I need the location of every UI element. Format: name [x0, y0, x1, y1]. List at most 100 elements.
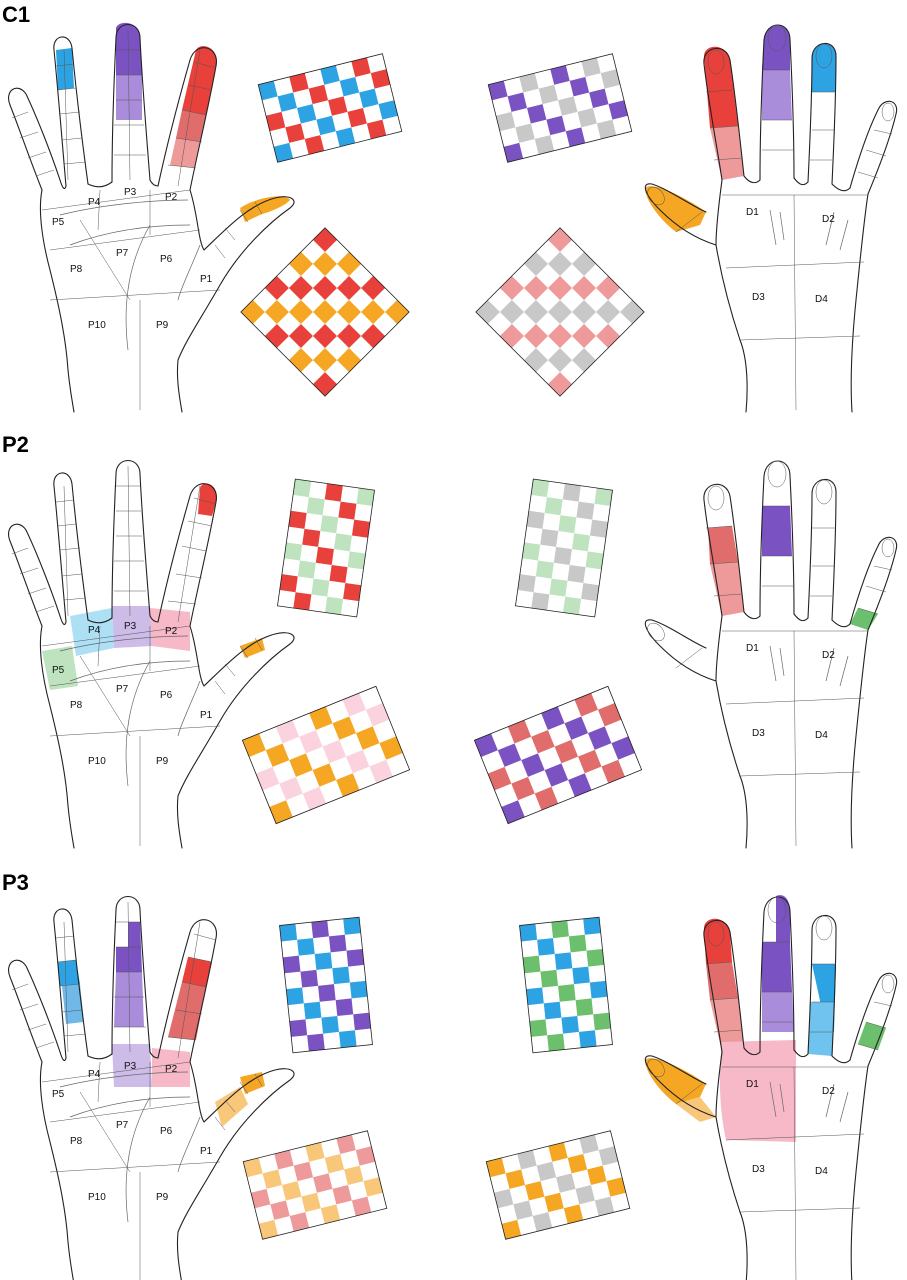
- checkerboard-grid: [487, 53, 633, 163]
- grid-cell: [594, 1196, 615, 1217]
- c1-dorsal-region-d3: D3: [752, 292, 765, 303]
- grid-cell: [255, 766, 280, 791]
- grid-cell: [309, 706, 333, 730]
- grid-cell: [499, 324, 524, 349]
- p2-dorsal-index-prox-fill: [710, 562, 744, 616]
- grid-cell: [336, 773, 360, 797]
- grid-cell: [589, 88, 609, 109]
- grid-cell: [289, 1019, 308, 1037]
- p2-palm-region-p3: P3: [124, 621, 137, 632]
- grid-cell: [581, 57, 601, 77]
- checkerboard-grid: [279, 916, 373, 1054]
- p3-palm-ring-mid-fill: [58, 960, 80, 986]
- grid-cell: [335, 127, 356, 147]
- grid-cell: [525, 1181, 545, 1201]
- grid-cell: [536, 1161, 557, 1182]
- grid-cell: [339, 76, 360, 97]
- grid-cell: [558, 96, 578, 116]
- grid-cell: [264, 275, 289, 300]
- grid-cell: [547, 275, 573, 300]
- grid-cell: [540, 969, 559, 988]
- grid-cell: [314, 952, 333, 970]
- grid-cell: [361, 324, 386, 349]
- grid-cell: [608, 100, 628, 120]
- grid-cell: [567, 1153, 588, 1174]
- grid-cell: [554, 952, 573, 970]
- panel-p3-palm-hand: P4 P3 P2 P5 P7 P6 P8 P1 P10 P9: [7, 895, 295, 1280]
- grid-cell: [277, 92, 298, 112]
- grid-cell: [258, 80, 278, 101]
- grid-cell: [288, 510, 307, 529]
- grid-cell: [596, 275, 621, 300]
- grid-cell: [338, 501, 357, 520]
- c1-palm-region-p2: P2: [165, 192, 178, 203]
- grid-cell: [356, 726, 380, 750]
- grid-cell: [475, 299, 500, 325]
- grid-cell: [551, 920, 569, 939]
- grid-cell: [312, 348, 338, 373]
- grid-cell: [262, 1169, 283, 1189]
- grid-cell: [558, 515, 577, 534]
- grid-cell: [301, 1192, 321, 1213]
- panel-label-c1: C1: [2, 2, 30, 27]
- grid-cell: [312, 299, 338, 325]
- c1-palm-ring-distal-fill: [56, 48, 74, 90]
- grid-cell: [288, 348, 313, 373]
- grid-cell: [499, 275, 524, 300]
- p2-palm-index-tip-fill: [198, 483, 217, 516]
- grid-cell: [273, 142, 294, 163]
- grid-cell: [499, 299, 524, 325]
- grid-cell: [316, 115, 336, 136]
- grid-cell: [596, 119, 617, 140]
- grid-cell: [302, 786, 327, 811]
- p2-palm-thumb-fill: [240, 638, 265, 658]
- grid-cell: [337, 348, 362, 373]
- p2-dorsal-region-d4: D4: [815, 730, 828, 741]
- grid-cell: [300, 969, 319, 988]
- grid-cell: [265, 743, 290, 767]
- grid-cell: [282, 1181, 302, 1201]
- p3-palm-region-p3: P3: [124, 1061, 137, 1072]
- grid-cell: [575, 998, 594, 1016]
- grid-cell: [270, 1200, 290, 1220]
- p3-palm-p2-fill: [152, 1048, 190, 1087]
- grid-cell: [338, 1030, 357, 1048]
- grid-border: [241, 685, 411, 825]
- p3-palm-region-p4: P4: [88, 1069, 101, 1080]
- grid-cell: [486, 1157, 506, 1178]
- grid-cell: [289, 1212, 310, 1232]
- p3-dorsal-index-mid-fill: [706, 962, 738, 1000]
- grid-cell: [523, 348, 548, 373]
- checkerboard-grid: [473, 685, 643, 825]
- grid-cell: [493, 1188, 514, 1209]
- grid-cell: [307, 1033, 325, 1052]
- grid-cell: [620, 299, 645, 325]
- grid-cell: [507, 92, 528, 112]
- grid-cell: [568, 934, 587, 953]
- p2-palm-region-p2: P2: [165, 626, 178, 637]
- grid-cell: [385, 299, 410, 325]
- grid-cell: [578, 749, 602, 774]
- grid-cell: [240, 299, 265, 325]
- grid-cell: [611, 736, 635, 760]
- grid-cell: [548, 1142, 568, 1162]
- grid-cell: [586, 948, 605, 967]
- grid-cell: [526, 987, 544, 1006]
- checkerboard-grid: [277, 478, 375, 618]
- grid-cell: [288, 299, 313, 325]
- grid-cell: [346, 749, 370, 774]
- grid-cell: [556, 1173, 576, 1193]
- grid-border: [277, 478, 375, 618]
- grid-cell: [297, 938, 315, 956]
- grid-cell: [547, 227, 573, 252]
- grid-cell: [242, 733, 266, 757]
- p3-dorsal-middle-mid-fill: [762, 942, 792, 992]
- grid-cell: [328, 934, 347, 953]
- grid-cell: [531, 479, 550, 498]
- grid-cell: [312, 324, 338, 349]
- p2-dorsal-little-prox-fill: [850, 608, 878, 630]
- grid-cell: [264, 299, 289, 325]
- grid-cell: [322, 739, 347, 764]
- grid-cell: [550, 65, 570, 85]
- grid-cell: [265, 111, 286, 132]
